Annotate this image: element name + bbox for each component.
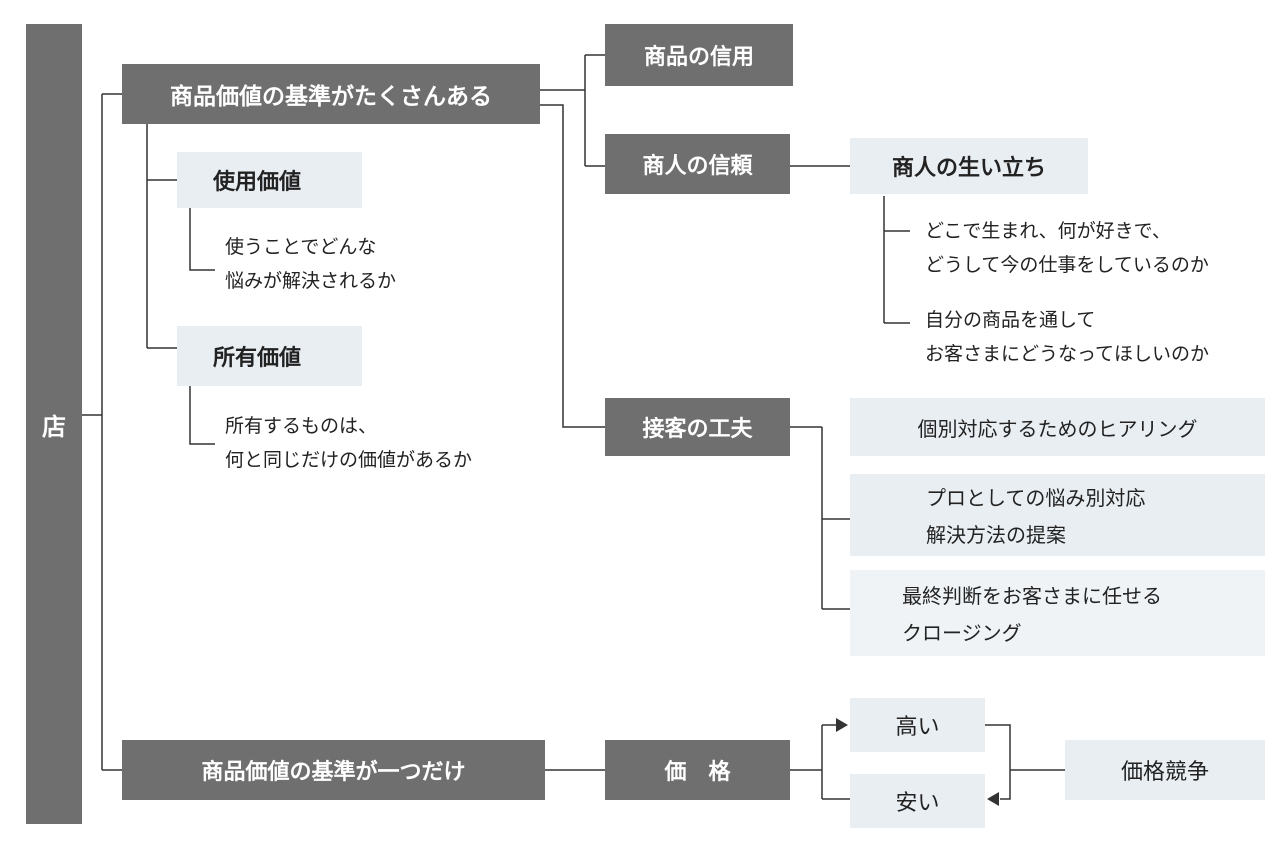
price-competition-box: 価格競争 — [1065, 740, 1265, 800]
root-box-store: 店 — [26, 24, 82, 824]
background-item-wish: 自分の商品を通して お客さまにどうなってほしいのか — [925, 303, 1209, 371]
background-item-origin: どこで生まれ、何が好きで、 どうして今の仕事をしているのか — [925, 214, 1209, 282]
service-item-hearing: 個別対応するためのヒアリング — [850, 398, 1265, 456]
connector-root-trunk — [82, 93, 122, 771]
use-value-description: 使うことでどんな 悩みが解決されるか — [225, 230, 396, 298]
product-trust-box: 商品の信用 — [605, 24, 793, 86]
proposal-line: 解決方法の提案 — [926, 523, 1066, 547]
use-value-box: 使用価値 — [177, 152, 362, 208]
own-value-desc-line: 所有するものは、 — [225, 415, 378, 437]
merchant-background-box: 商人の生い立ち — [850, 138, 1088, 194]
merchant-trust-box: 商人の信頼 — [605, 134, 790, 194]
single-standard-box: 商品価値の基準が一つだけ — [122, 740, 545, 800]
service-item-closing: 最終判断をお客さまに任せる クロージング — [850, 570, 1265, 656]
service-box: 接客の工夫 — [605, 398, 790, 456]
use-value-desc-line: 使うことでどんな — [225, 236, 377, 258]
price-high-box: 高い — [850, 698, 985, 752]
connector-service-branch — [540, 104, 605, 428]
connector-price-arrows — [790, 724, 850, 800]
closing-line: クロージング — [902, 621, 1022, 645]
proposal-line: プロとしての悩み別対応 — [926, 486, 1146, 510]
own-value-box: 所有価値 — [177, 326, 362, 386]
service-item-proposal: プロとしての悩み別対応 解決方法の提案 — [850, 474, 1265, 556]
many-standards-box: 商品価値の基準がたくさんある — [122, 64, 540, 124]
connector-service-items — [790, 426, 850, 610]
connector-own-desc — [189, 386, 215, 445]
background-wish-line: お客さまにどうなってほしいのか — [925, 343, 1210, 365]
background-origin-line: どうして今の仕事をしているのか — [925, 254, 1209, 276]
price-low-box: 安い — [850, 774, 985, 828]
connector-value-types — [146, 124, 177, 349]
connector-trust-branch — [540, 54, 605, 167]
closing-line: 最終判断をお客さまに任せる — [902, 584, 1162, 608]
own-value-desc-line: 何と同じだけの価値があるか — [225, 449, 473, 471]
use-value-desc-line: 悩みが解決されるか — [225, 270, 397, 292]
background-wish-line: 自分の商品を通して — [925, 309, 1096, 331]
connector-competition — [985, 724, 1065, 800]
arrow-to-high — [836, 718, 848, 732]
background-origin-line: どこで生まれ、何が好きで、 — [925, 220, 1171, 242]
connector-use-desc — [189, 208, 215, 271]
price-box: 価 格 — [605, 740, 790, 800]
arrow-to-low — [987, 792, 999, 806]
own-value-description: 所有するものは、 何と同じだけの価値があるか — [225, 409, 472, 477]
connector-background-items — [883, 196, 910, 324]
